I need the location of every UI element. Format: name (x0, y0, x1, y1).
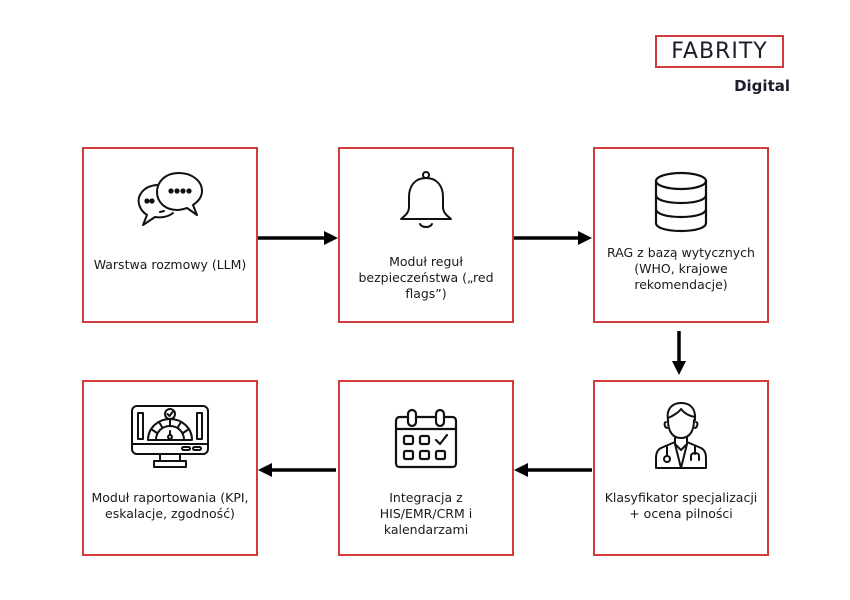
node-reporting: Moduł raportowania (KPI, eskalacje, zgod… (82, 380, 258, 556)
arrow-llm-to-redflags (258, 231, 338, 245)
node-label: Warstwa rozmowy (LLM) (93, 257, 247, 272)
database-icon (653, 171, 709, 237)
bell-icon (397, 169, 455, 235)
brand-subtitle: Digital (734, 77, 790, 95)
arrow-integration-to-reporting (258, 463, 336, 477)
brand-logo: FABRITY (655, 35, 784, 68)
monitor-dashboard-icon (130, 404, 210, 474)
node-label: Moduł raportowania (KPI, eskalacje, zgod… (91, 490, 249, 521)
node-red-flags: Moduł reguł bezpieczeństwa („red flags”) (338, 147, 514, 323)
node-label: Moduł reguł bezpieczeństwa („red flags”) (358, 254, 494, 301)
node-label: RAG z bazą wytycznych (WHO, krajowe reko… (607, 245, 755, 292)
node-label: Integracja z HIS/EMR/CRM i kalendarzami (379, 490, 473, 537)
node-llm: Warstwa rozmowy (LLM) (82, 147, 258, 323)
arrow-rag-to-classifier (672, 331, 686, 375)
node-classifier: Klasyfikator specjalizacji + ocena pilno… (593, 380, 769, 556)
doctor-icon (651, 400, 711, 474)
arrow-classifier-to-integration (514, 463, 592, 477)
arrow-redflags-to-rag (514, 231, 592, 245)
chat-bubbles-icon (135, 171, 205, 231)
brand-name: FABRITY (671, 39, 768, 64)
node-label: Klasyfikator specjalizacji + ocena pilno… (604, 490, 758, 521)
node-rag: RAG z bazą wytycznych (WHO, krajowe reko… (593, 147, 769, 323)
node-integration: Integracja z HIS/EMR/CRM i kalendarzami (338, 380, 514, 556)
calendar-icon (394, 407, 458, 473)
